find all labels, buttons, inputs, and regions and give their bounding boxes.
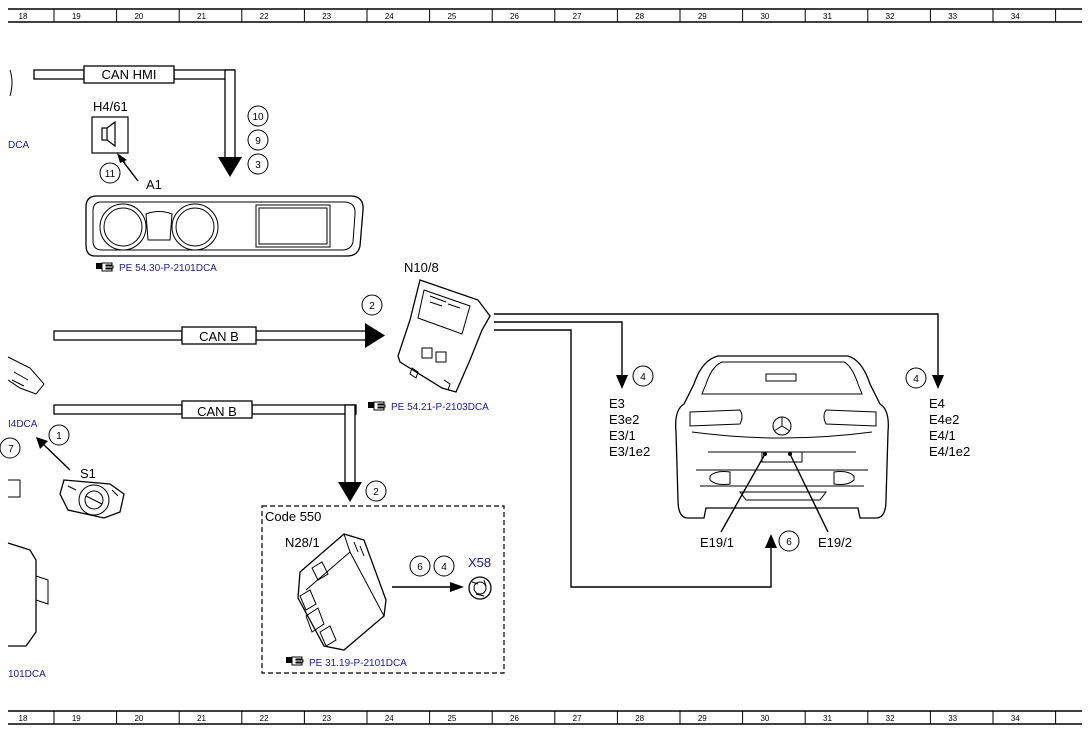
grid-column-label: 27	[573, 714, 582, 723]
callout-4-n28: 4	[441, 562, 447, 573]
grid-column-label: 18	[19, 714, 28, 723]
s1-light-switch: 1 S1	[36, 424, 125, 519]
e19-1-label: E19/1	[700, 535, 734, 550]
can-hmi-label: CAN HMI	[102, 67, 157, 82]
top-grid-ruler: 18 19 20 21 22 23 24 25 26 27 28 29 30 31 32 33 34	[8, 8, 1082, 23]
grid-column-label: 26	[510, 714, 519, 723]
grid-column-label: 30	[760, 12, 769, 21]
callout-2-n10: 2	[369, 301, 375, 312]
callout-4-e3: 4	[640, 372, 646, 383]
grid-column-label: 32	[886, 714, 895, 723]
n28-1-reference: PE 31.19-P-2101DCA	[309, 658, 407, 669]
can-hmi-label-box	[83, 65, 175, 84]
callout-6-n28: 6	[417, 562, 423, 573]
n10-8-label: N10/8	[404, 260, 439, 275]
grid-column-label: 21	[197, 12, 206, 21]
e4-label: E4	[929, 396, 945, 411]
left-clipped-components: DCA I4DCA 7 101DCA	[0, 69, 49, 680]
can-b-bottom-wire: CAN B 2	[53, 400, 387, 502]
n10-8-reference: PE 54.21-P-2103DCA	[391, 402, 489, 413]
e19-2-label: E19/2	[818, 535, 852, 550]
grid-column-label: 29	[698, 714, 707, 723]
can-b-top-wire: CAN B 2	[53, 294, 385, 348]
callout-11: 11	[105, 169, 116, 180]
grid-column-label: 22	[260, 12, 269, 21]
n10-8-output-wires	[494, 313, 944, 588]
callout-2-n28: 2	[373, 487, 379, 498]
grid-column-label: 33	[948, 12, 957, 21]
grid-column-label: 20	[134, 12, 143, 21]
e3-label: E3	[609, 396, 625, 411]
e3-lamp-group: 4 E3 E3e2 E3/1 E3/1e2	[609, 365, 654, 459]
code-550-label: Code 550	[265, 509, 321, 524]
grid-column-label: 25	[447, 714, 456, 723]
bottom-grid-ruler: 18 19 20 21 22 23 24 25 26 27 28 29 30 31 32 33 34	[8, 710, 1082, 725]
left-top-reference: DCA	[8, 140, 29, 151]
e4-1-label: E4/1	[929, 428, 956, 443]
grid-column-label: 33	[948, 714, 957, 723]
a1-instrument-cluster: A1 PE 54.30-P-2101DCA	[85, 177, 364, 274]
e4-lamp-group: 4 E4 E4e2 E4/1 E4/1e2	[905, 367, 970, 459]
callout-4-e4: 4	[913, 374, 919, 385]
grid-column-label: 32	[886, 12, 895, 21]
speaker-icon	[101, 127, 108, 141]
left-mid-reference: I4DCA	[8, 419, 38, 430]
grid-column-label: 20	[134, 714, 143, 723]
can-b-bottom-label: CAN B	[197, 404, 237, 419]
callout-3: 3	[255, 160, 261, 171]
grid-column-label: 30	[760, 714, 769, 723]
callout-7: 7	[8, 444, 14, 455]
grid-column-label: 28	[635, 714, 644, 723]
grid-column-label: 19	[72, 714, 81, 723]
grid-column-label: 18	[19, 12, 28, 21]
grid-column-label: 31	[823, 714, 832, 723]
grid-column-label: 34	[1011, 714, 1020, 723]
can-hmi-arrowhead	[218, 157, 242, 177]
callout-10: 10	[252, 112, 264, 123]
n28-1-label: N28/1	[285, 535, 320, 550]
grid-column-label: 34	[1011, 12, 1020, 21]
grid-column-label: 29	[698, 12, 707, 21]
grid-column-label: 19	[72, 12, 81, 21]
grid-column-label: 22	[260, 714, 269, 723]
a1-callout-stack: 10 9 3	[247, 105, 269, 175]
grid-column-label: 25	[447, 12, 456, 21]
vehicle-rear-view: E19/1 E19/2 6	[675, 355, 889, 552]
callout-9: 9	[255, 136, 261, 147]
grid-column-label: 24	[385, 12, 394, 21]
h4-61-speaker: H4/61 11	[91, 99, 139, 184]
grid-column-label: 27	[573, 12, 582, 21]
grid-column-label: 23	[322, 714, 331, 723]
e4e2-label: E4e2	[929, 412, 959, 427]
s1-label: S1	[80, 466, 96, 481]
callout-6-e19: 6	[786, 537, 792, 548]
grid-column-label: 23	[322, 12, 331, 21]
can-b-top-label: CAN B	[199, 329, 239, 344]
can-hmi-wire: CAN HMI	[33, 65, 242, 177]
reference-hand-icon	[95, 262, 114, 272]
e3-1e2-label: E3/1e2	[609, 444, 650, 459]
e3-1-label: E3/1	[609, 428, 636, 443]
x58-label: X58	[468, 555, 491, 570]
code-550-box: Code 550 N28/1 6 4 X58 PE 31.19-P-2101DC…	[261, 505, 505, 674]
grid-column-label: 24	[385, 714, 394, 723]
h4-61-label: H4/61	[93, 99, 128, 114]
n10-8-module: N10/8 PE 54.21-P-2103DCA	[367, 260, 491, 413]
e3e2-label: E3e2	[609, 412, 639, 427]
e4-1e2-label: E4/1e2	[929, 444, 970, 459]
grid-column-label: 28	[635, 12, 644, 21]
grid-column-label: 31	[823, 12, 832, 21]
a1-reference: PE 54.30-P-2101DCA	[119, 263, 217, 274]
left-bottom-reference: 101DCA	[8, 669, 46, 680]
a1-label: A1	[146, 177, 162, 192]
grid-column-label: 21	[197, 714, 206, 723]
grid-column-label: 26	[510, 12, 519, 21]
callout-1: 1	[56, 431, 62, 442]
